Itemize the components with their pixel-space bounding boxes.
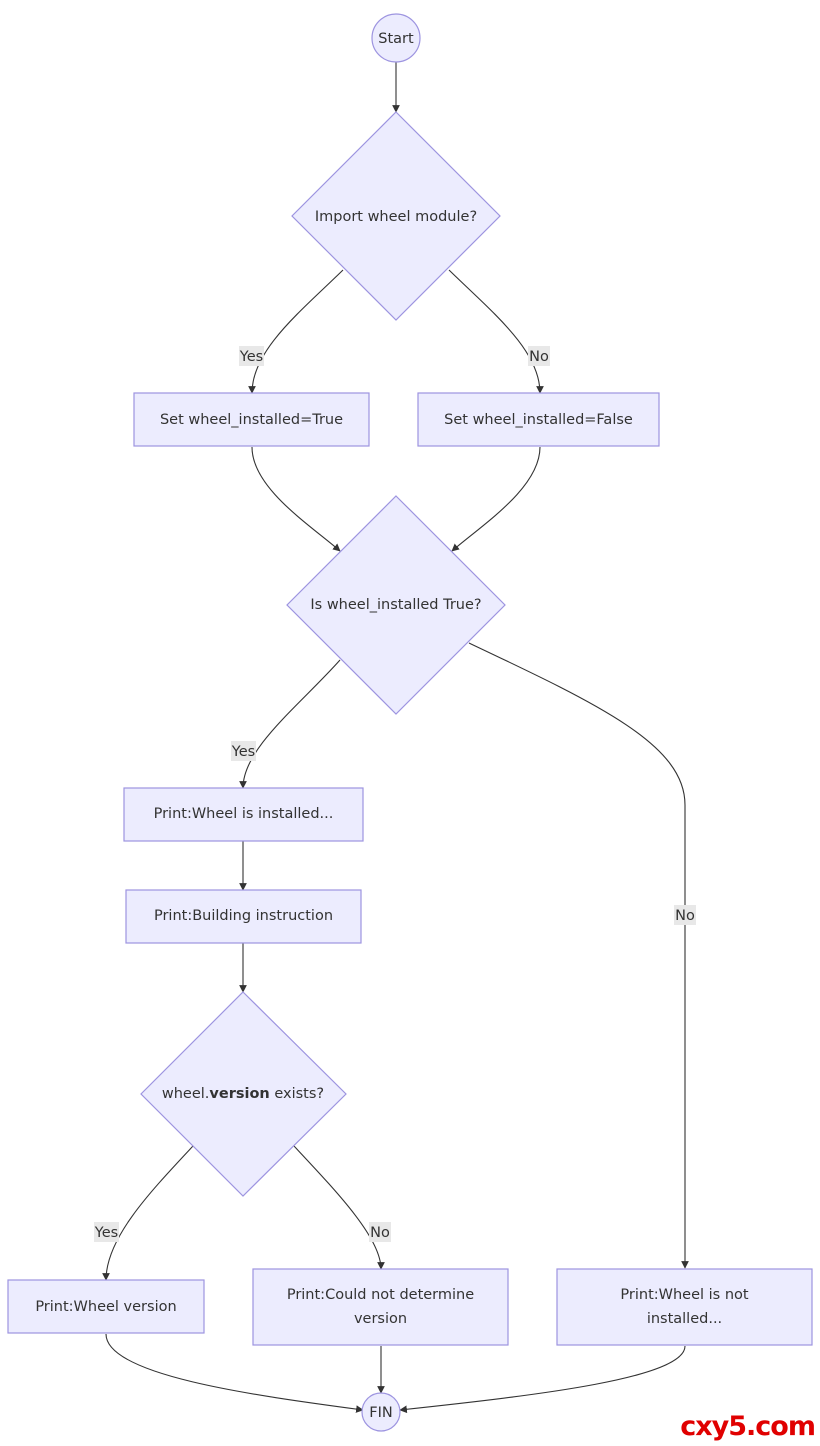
edge-labels: Yes No Yes No Yes No (94, 346, 696, 1242)
node-print-not-installed-shape (556, 1268, 813, 1346)
node-print-could-not-shape (252, 1268, 509, 1346)
node-print-installed[interactable]: Print:Wheel is installed... (123, 787, 364, 842)
node-is-installed-label: Is wheel_installed True? (310, 597, 481, 613)
node-print-could-not[interactable]: Print:Could not determine version (252, 1268, 509, 1346)
node-set-false[interactable]: Set wheel_installed=False (417, 392, 660, 447)
edge-set-false-to-is-installed (451, 446, 541, 552)
node-start-shape (371, 13, 421, 63)
node-import-wheel-shape (291, 111, 501, 321)
node-print-version-shape (7, 1279, 205, 1334)
node-version-exists-shape (140, 991, 347, 1197)
node-fin-label: FIN (369, 1405, 392, 1421)
edge-label-installed-yes-text: Yes (231, 744, 255, 760)
edge-label-version-no-text: No (370, 1225, 390, 1241)
node-print-could-not-line2: version (354, 1311, 407, 1327)
edge-label-version-yes-text: Yes (94, 1225, 118, 1241)
node-is-installed-shape (286, 495, 506, 715)
node-print-could-not-line1: Print:Could not determine (287, 1287, 474, 1303)
node-version-exists-label: wheel.version exists? (162, 1086, 324, 1102)
edge-set-true-to-is-installed (251, 446, 341, 552)
node-print-not-installed-line2: installed... (647, 1311, 722, 1327)
edge-label-import-no: No (528, 346, 550, 366)
edge-import-to-set-false (448, 269, 544, 394)
edge-not-installed-to-fin (399, 1345, 686, 1414)
node-print-building-shape (125, 889, 362, 944)
edge-version-exists-to-could-not (293, 1145, 385, 1270)
node-print-building-label: Print:Building instruction (154, 908, 333, 924)
node-is-installed[interactable]: Is wheel_installed True? (286, 495, 506, 715)
node-set-true-label: Set wheel_installed=True (160, 412, 343, 428)
node-import-wheel-label: Import wheel module? (315, 209, 477, 225)
edge-is-installed-to-print-not-installed (468, 642, 689, 1269)
watermark-logo: cxy5.com (680, 1411, 815, 1442)
version-exists-suffix: exists? (270, 1086, 324, 1102)
edge-label-import-no-text: No (529, 349, 549, 365)
node-fin[interactable]: FIN (361, 1392, 401, 1432)
node-start-label: Start (378, 31, 414, 47)
edge-is-installed-to-print-installed (239, 659, 341, 789)
edge-label-import-yes: Yes (239, 346, 264, 366)
edge-label-import-yes-text: Yes (239, 349, 263, 365)
edge-label-version-yes: Yes (94, 1222, 119, 1242)
edge-label-installed-no: No (674, 905, 696, 925)
node-fin-shape (361, 1392, 401, 1432)
edge-import-to-set-true (248, 269, 344, 394)
node-set-false-label: Set wheel_installed=False (444, 412, 633, 428)
node-print-installed-shape (123, 787, 364, 842)
node-print-not-installed-line1: Print:Wheel is not (620, 1287, 748, 1303)
edge-label-version-no: No (369, 1222, 391, 1242)
version-exists-bold: version (209, 1086, 269, 1102)
node-set-true-shape (133, 392, 370, 447)
edge-version-exists-to-print-version (102, 1145, 194, 1281)
node-print-version-label: Print:Wheel version (35, 1299, 176, 1315)
node-set-false-shape (417, 392, 660, 447)
edge-print-version-to-fin (105, 1333, 364, 1413)
nodes: Start Import wheel module? Set wheel_ins… (7, 13, 813, 1432)
version-exists-prefix: wheel. (162, 1086, 210, 1102)
node-print-not-installed[interactable]: Print:Wheel is not installed... (556, 1268, 813, 1346)
node-set-true[interactable]: Set wheel_installed=True (133, 392, 370, 447)
node-print-installed-label: Print:Wheel is installed... (154, 806, 334, 822)
node-start[interactable]: Start (371, 13, 421, 63)
edge-label-installed-no-text: No (675, 908, 695, 924)
node-version-exists[interactable]: wheel.version exists? (140, 991, 347, 1197)
node-import-wheel[interactable]: Import wheel module? (291, 111, 501, 321)
edge-label-installed-yes: Yes (231, 741, 256, 761)
node-print-version[interactable]: Print:Wheel version (7, 1279, 205, 1334)
edges (102, 62, 689, 1414)
node-print-building[interactable]: Print:Building instruction (125, 889, 362, 944)
